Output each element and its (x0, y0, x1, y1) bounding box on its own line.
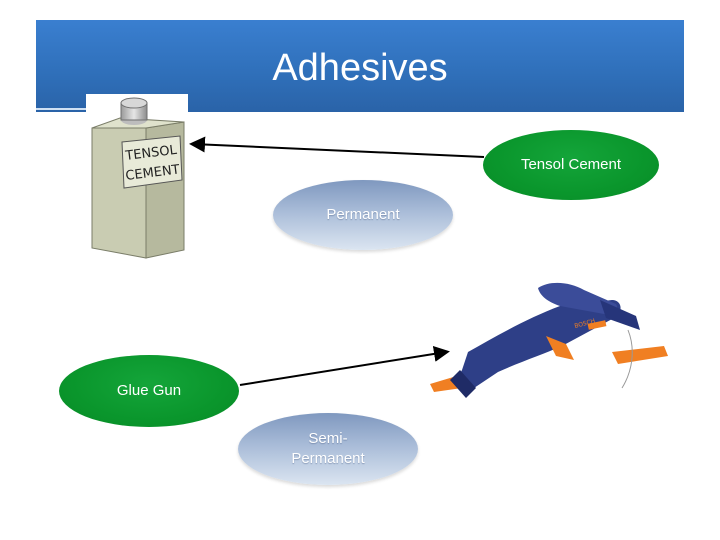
semi-permanent-oval: Semi- Permanent (238, 413, 418, 485)
title-bar-accent-line (36, 108, 86, 110)
slide-title: Adhesives (272, 47, 448, 89)
tensol-cement-can-illustration: TENSOL CEMENT (86, 94, 188, 262)
semi-permanent-label: Semi- Permanent (291, 430, 365, 467)
can-label-line1: TENSOL (124, 143, 179, 164)
permanent-oval: Permanent (273, 180, 453, 250)
glue-gun-oval: Glue Gun (59, 355, 239, 427)
tensol-cement-oval: Tensol Cement (483, 130, 659, 200)
permanent-label: Permanent (326, 206, 400, 223)
can-label-line2: CEMENT (125, 162, 181, 184)
tensol-cement-label: Tensol Cement (520, 156, 622, 173)
arrow-gluegun-to-image (239, 345, 450, 386)
glue-gun-label: Glue Gun (116, 382, 182, 399)
glue-gun-illustration: BOSCH (430, 282, 668, 398)
arrow-tensol-to-can (189, 136, 485, 158)
